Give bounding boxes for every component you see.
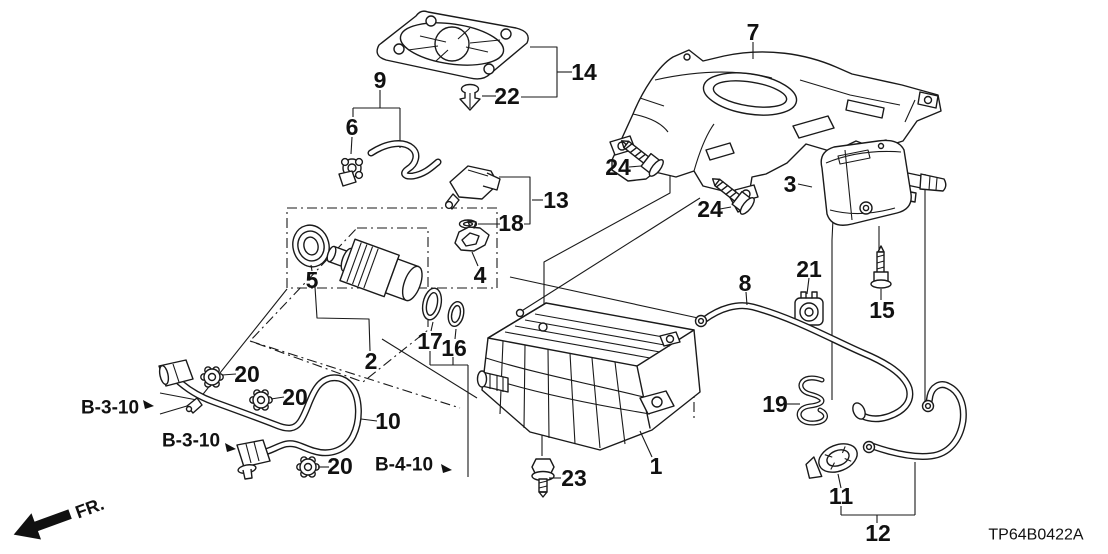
part-callout-24-26: 24 bbox=[697, 196, 723, 222]
clamp-20-drawing-1 bbox=[200, 366, 224, 388]
part-callout-19-18: 19 bbox=[762, 391, 788, 417]
clamp-6-drawing bbox=[338, 157, 364, 187]
part-callout-7-6: 7 bbox=[747, 19, 760, 45]
part-callout-20-21: 20 bbox=[327, 453, 353, 479]
b-3-10-arrow-icon-2 bbox=[225, 443, 236, 452]
part-callout-15-14: 15 bbox=[869, 297, 895, 323]
clamp-21-drawing bbox=[794, 291, 824, 326]
part-callout-16-15: 16 bbox=[441, 335, 467, 361]
b-3-10-arrow-icon bbox=[143, 400, 154, 409]
tube-9-drawing bbox=[367, 140, 442, 180]
part-callout-8-7: 8 bbox=[739, 270, 752, 296]
b-4-10-arrow-icon bbox=[441, 464, 452, 473]
part-callout-20-19: 20 bbox=[234, 361, 260, 387]
fr-arrowhead-icon bbox=[13, 513, 42, 540]
part-callout-6-5: 6 bbox=[346, 114, 359, 140]
oring-16-drawing bbox=[447, 300, 465, 328]
clamp-20-drawing-3 bbox=[296, 456, 320, 478]
part-callout-11-10: 11 bbox=[829, 483, 854, 509]
construction-lines bbox=[249, 207, 695, 418]
part-callout-23-24: 23 bbox=[561, 465, 587, 491]
clamp-19-drawing bbox=[796, 375, 828, 426]
part-callout-20-20: 20 bbox=[282, 384, 308, 410]
part-callout-13-12: 13 bbox=[543, 187, 569, 213]
part-callout-1-0: 1 bbox=[650, 453, 663, 479]
canister-drawing bbox=[476, 302, 701, 451]
part-callout-5-4: 5 bbox=[306, 267, 319, 293]
vent-hose-drawing bbox=[694, 302, 914, 423]
connector-ref-B-3-10-1: B-3-10 bbox=[162, 431, 220, 452]
part-callout-14-13: 14 bbox=[571, 59, 597, 85]
part-callout-24-25: 24 bbox=[605, 154, 631, 180]
part-callout-10-9: 10 bbox=[375, 408, 401, 434]
part-callout-21-22: 21 bbox=[796, 256, 822, 282]
bolt-23-drawing bbox=[531, 458, 555, 498]
clamp-20-drawing-2 bbox=[249, 389, 273, 411]
plug-11-drawing bbox=[805, 443, 858, 479]
purge-hose-drawing bbox=[158, 359, 362, 480]
leader-lines bbox=[221, 42, 882, 489]
map-sensor-drawing bbox=[444, 165, 501, 210]
fr-label: FR. bbox=[73, 494, 107, 523]
part-callout-3-2: 3 bbox=[784, 171, 797, 197]
purge-valve-drawing bbox=[326, 238, 423, 302]
bolt-15-drawing bbox=[870, 245, 892, 289]
fr-direction-arrow: FR. bbox=[13, 494, 107, 540]
oring-17-drawing bbox=[421, 287, 443, 321]
clip-4-drawing bbox=[454, 220, 490, 252]
part-callout-22-23: 22 bbox=[494, 83, 520, 109]
part-callouts: 1234567891011121314151617181920202021222… bbox=[234, 19, 895, 546]
part-callout-18-17: 18 bbox=[498, 210, 524, 236]
diagram-part-code: TP64B0422A bbox=[988, 527, 1084, 544]
part-callout-17-16: 17 bbox=[417, 328, 443, 354]
part-callout-9-8: 9 bbox=[374, 67, 387, 93]
part-callout-2-1: 2 bbox=[365, 348, 378, 374]
seal-5-drawing bbox=[292, 224, 330, 268]
drain-hose-drawing bbox=[862, 381, 967, 460]
vent-valve-drawing bbox=[820, 139, 947, 226]
connector-refs: B-3-10B-3-10B-4-10 bbox=[81, 398, 433, 476]
gasket-drawing bbox=[376, 10, 529, 80]
connector-ref-B-4-10-2: B-4-10 bbox=[375, 455, 433, 476]
bracket-7-drawing bbox=[609, 49, 942, 213]
connector-ref-B-3-10-0: B-3-10 bbox=[81, 398, 139, 419]
part-callout-4-3: 4 bbox=[474, 262, 487, 288]
clip-22-drawing bbox=[459, 83, 481, 111]
part-callout-12-11: 12 bbox=[865, 520, 891, 546]
connector-ref-arrows bbox=[143, 400, 452, 473]
